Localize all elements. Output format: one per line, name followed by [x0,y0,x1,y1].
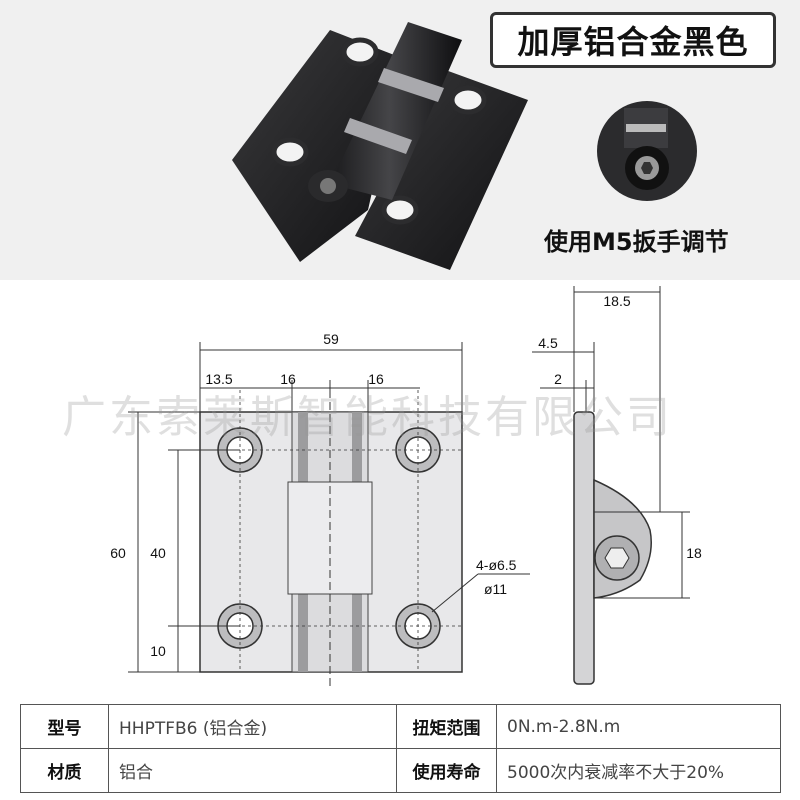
technical-drawing: 59 13.5 16 16 60 40 10 4-ø6.5 ø11 18.5 4… [110,286,702,690]
dim-plate: 2 [554,371,562,387]
hole [341,37,379,67]
side-view-plate [573,411,595,685]
dim-total-depth: 18.5 [603,293,630,309]
material-label: 材质 [20,748,109,793]
table-row: 材质 铝合 使用寿命 5000次内衰减率不大于20% [20,748,781,793]
dim-col2: 16 [280,371,296,387]
life-label: 使用寿命 [396,748,497,793]
spec-table: 型号 HHPTFB6 (铝合金) 扭矩范围 0N.m-2.8N.m 材质 铝合 … [20,704,781,793]
wrench-caption: 使用M5扳手调节 [544,228,729,256]
product-title: 加厚铝合金黑色 [490,12,776,68]
dim-knuckle: 18 [686,545,702,561]
table-row: 型号 HHPTFB6 (铝合金) 扭矩范围 0N.m-2.8N.m [20,704,781,749]
dim-hole-pitch: 40 [150,545,166,561]
barrel-ring [344,118,412,154]
hinge-barrel [330,22,462,200]
side-view-hex [604,547,630,569]
dim-col1: 13.5 [205,371,232,387]
hex-socket [320,178,336,194]
hole [271,137,309,167]
dim-bottom-offset: 10 [150,643,166,659]
wrench-detail-inset [597,101,697,201]
torque-label: 扭矩范围 [396,704,497,749]
barrel-ring [378,68,444,102]
material-value: 铝合 [108,748,397,793]
hole [381,195,419,225]
dim-hole-spec: 4-ø6.5 [476,557,517,573]
torque-value: 0N.m-2.8N.m [496,704,781,749]
model-value: HHPTFB6 (铝合金) [108,704,397,749]
dim-width: 59 [323,331,339,347]
dim-offset: 4.5 [538,335,558,351]
left-leaf [232,30,402,262]
hole [449,85,487,115]
dim-height: 60 [110,545,126,561]
model-label: 型号 [20,704,109,749]
dim-col3: 16 [368,371,384,387]
life-value: 5000次内衰减率不大于20% [496,748,781,793]
hinge-photo [232,22,528,270]
dim-counterbore: ø11 [484,581,507,597]
